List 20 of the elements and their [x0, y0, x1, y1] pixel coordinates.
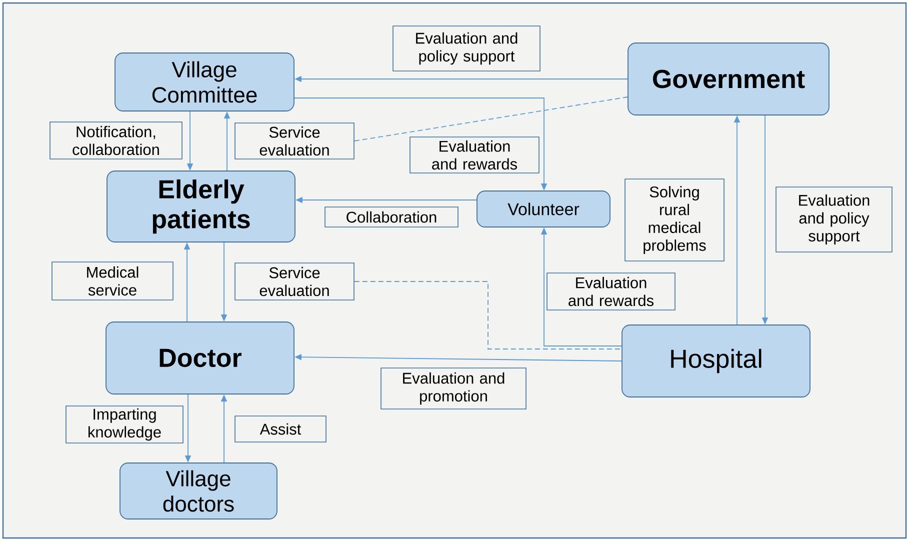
- label-box: Evaluation and policy support: [392, 26, 540, 72]
- label-box: Evaluation and rewards: [546, 272, 676, 310]
- label-box: Imparting knowledge: [66, 406, 184, 444]
- process-box: Village Committee: [114, 52, 294, 112]
- label-box: Evaluation and policy support: [776, 186, 892, 252]
- process-box: Village doctors: [120, 462, 278, 520]
- label-box: Evaluation and rewards: [410, 136, 540, 174]
- label-box: Service evaluation: [234, 122, 354, 160]
- label-box: Service evaluation: [234, 262, 354, 300]
- process-box: Hospital: [622, 324, 810, 398]
- label-box: Medical service: [52, 262, 174, 300]
- process-box: Government: [628, 42, 830, 116]
- label-box: Notification, collaboration: [50, 122, 182, 160]
- label-box: Solving rural medical problems: [624, 178, 724, 262]
- process-box: Volunteer: [476, 190, 610, 228]
- label-box: Assist: [234, 416, 326, 442]
- process-box: Elderly patients: [106, 170, 296, 242]
- process-box: Doctor: [106, 322, 294, 394]
- label-box: Collaboration: [324, 206, 458, 228]
- label-box: Evaluation and promotion: [380, 368, 526, 410]
